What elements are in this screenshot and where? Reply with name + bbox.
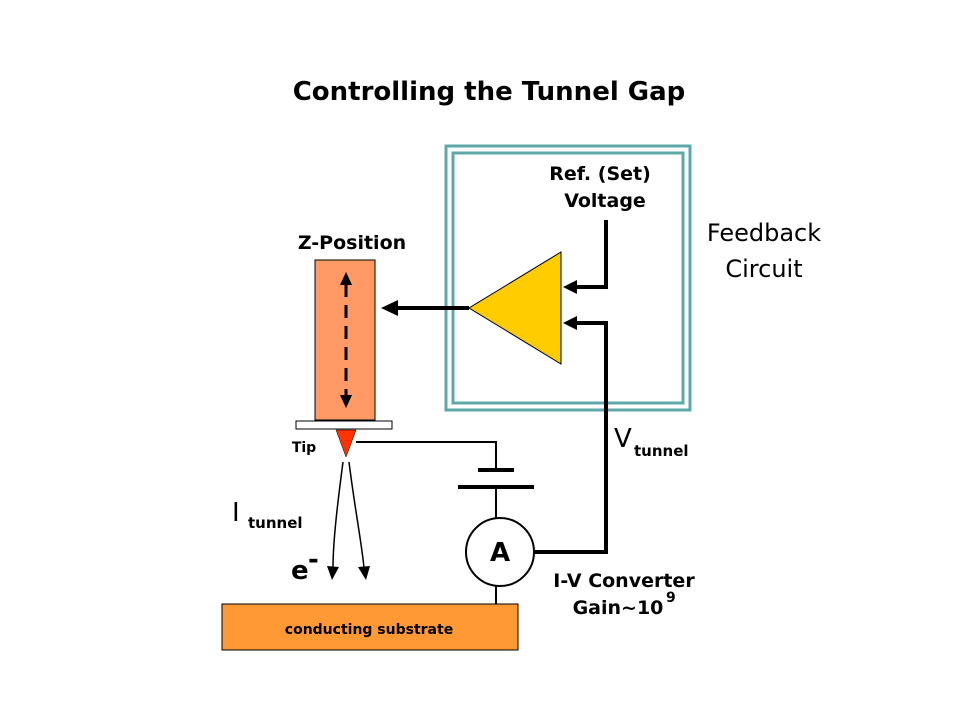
z-motion-arrow: [340, 272, 352, 408]
feedback-circuit-label-line2: Circuit: [725, 255, 802, 283]
iv-converter-label: I-V Converter: [553, 570, 695, 592]
tip-mount-plate: [295, 420, 393, 430]
i-tunnel-subscript: tunnel: [248, 514, 303, 532]
conducting-substrate: [221, 603, 519, 651]
feedback-circuit-box: [444, 144, 692, 412]
ref-voltage-label: Ref. (Set): [549, 163, 651, 185]
tunnel-voltage-wire: [535, 316, 608, 554]
ref-voltage-wire: [563, 220, 608, 294]
stm-tip: [335, 429, 357, 458]
feedback-amplifier: [468, 251, 562, 365]
diagram-title: Controlling the Tunnel Gap: [293, 77, 686, 107]
ref-voltage-label-line2: Voltage: [564, 190, 646, 212]
electron-label: e: [291, 556, 309, 586]
i-tunnel-label: I: [232, 498, 240, 528]
v-tunnel-subscript: tunnel: [634, 442, 689, 460]
ammeter-icon: [465, 517, 535, 587]
iv-gain-exponent: 9: [666, 590, 676, 606]
feedback-circuit-label: Feedback: [707, 219, 821, 247]
electron-flow-arrows: [327, 461, 370, 580]
v-tunnel-label: V: [614, 424, 632, 454]
z-position-label: Z-Position: [298, 232, 406, 254]
substrate-label: conducting substrate: [285, 622, 453, 638]
tip-label: Tip: [292, 440, 316, 456]
tip-bias-wire: [356, 441, 497, 468]
electron-superscript: -: [308, 545, 319, 575]
ammeter-label: A: [490, 538, 510, 568]
iv-gain-label: Gain~10: [573, 597, 664, 619]
bias-battery-icon: [458, 468, 534, 489]
amplifier-output-arrow: [381, 300, 469, 316]
